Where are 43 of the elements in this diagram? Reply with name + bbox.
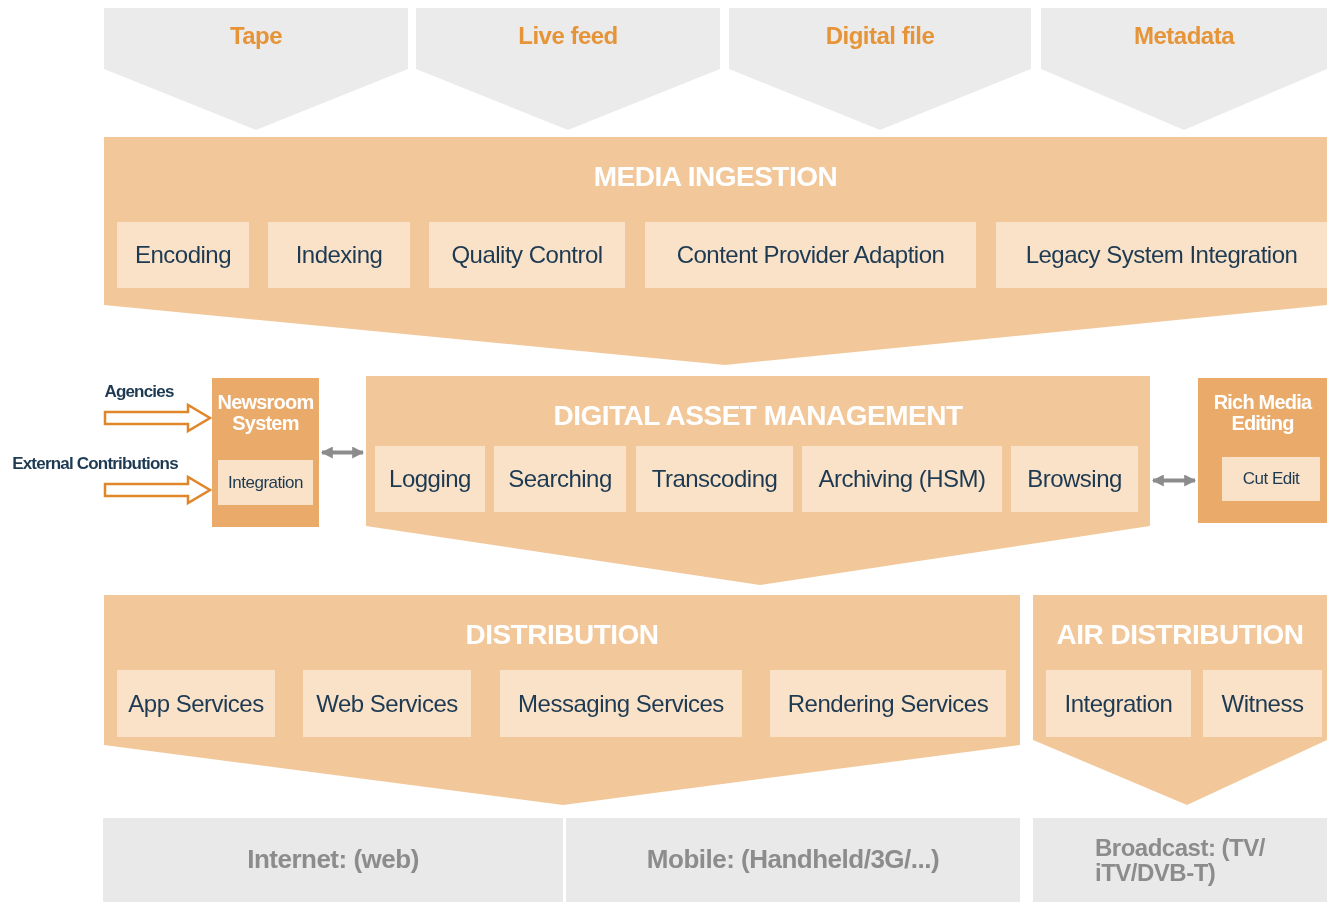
function-box: Content Provider Adaption	[645, 222, 976, 288]
band-title: AIR DISTRIBUTION	[1056, 619, 1304, 651]
double-arrow	[320, 446, 365, 459]
function-box: Archiving (HSM)	[802, 446, 1002, 512]
source-label: External Contributions	[10, 452, 180, 476]
process-band	[1033, 595, 1327, 805]
channel-box: Mobile: (Handheld/3G/...)	[566, 818, 1020, 902]
source-title: Live feed	[518, 22, 618, 50]
box-title: Rich Media Editing	[1212, 392, 1313, 434]
system-box	[212, 378, 319, 527]
function-box: Quality Control	[429, 222, 625, 288]
function-box: Cut Edit	[1222, 457, 1320, 501]
band-title: MEDIA INGESTION	[593, 161, 838, 193]
function-box: Witness	[1203, 670, 1322, 737]
double-arrow	[1151, 474, 1197, 487]
function-box: Indexing	[268, 222, 410, 288]
function-box: Integration	[218, 460, 313, 505]
block-arrow	[103, 402, 213, 434]
process-band	[366, 376, 1150, 585]
function-box: Transcoding	[636, 446, 793, 512]
system-box	[1198, 378, 1327, 523]
function-box: Legacy System Integration	[996, 222, 1327, 288]
block-arrow	[103, 474, 213, 506]
band-title: DIGITAL ASSET MANAGEMENT	[553, 400, 963, 432]
source-label: Agencies	[98, 380, 180, 404]
band-title: DISTRIBUTION	[465, 619, 659, 651]
channel-box: Broadcast: (TV/ iTV/DVB-T)	[1033, 818, 1327, 902]
function-box: App Services	[117, 670, 275, 737]
function-box: Web Services	[303, 670, 471, 737]
process-band	[104, 137, 1327, 365]
source-title: Metadata	[1134, 22, 1234, 50]
function-box: Messaging Services	[500, 670, 742, 737]
source-title: Tape	[229, 22, 283, 50]
function-box: Browsing	[1011, 446, 1138, 512]
function-box: Rendering Services	[770, 670, 1006, 737]
function-box: Integration	[1046, 670, 1191, 737]
function-box: Encoding	[117, 222, 249, 288]
function-box: Logging	[375, 446, 485, 512]
box-title: Newsroom System	[216, 392, 315, 434]
channel-box: Internet: (web)	[103, 818, 563, 902]
process-band	[104, 595, 1020, 805]
source-title: Digital file	[825, 22, 935, 50]
function-box: Searching	[494, 446, 626, 512]
